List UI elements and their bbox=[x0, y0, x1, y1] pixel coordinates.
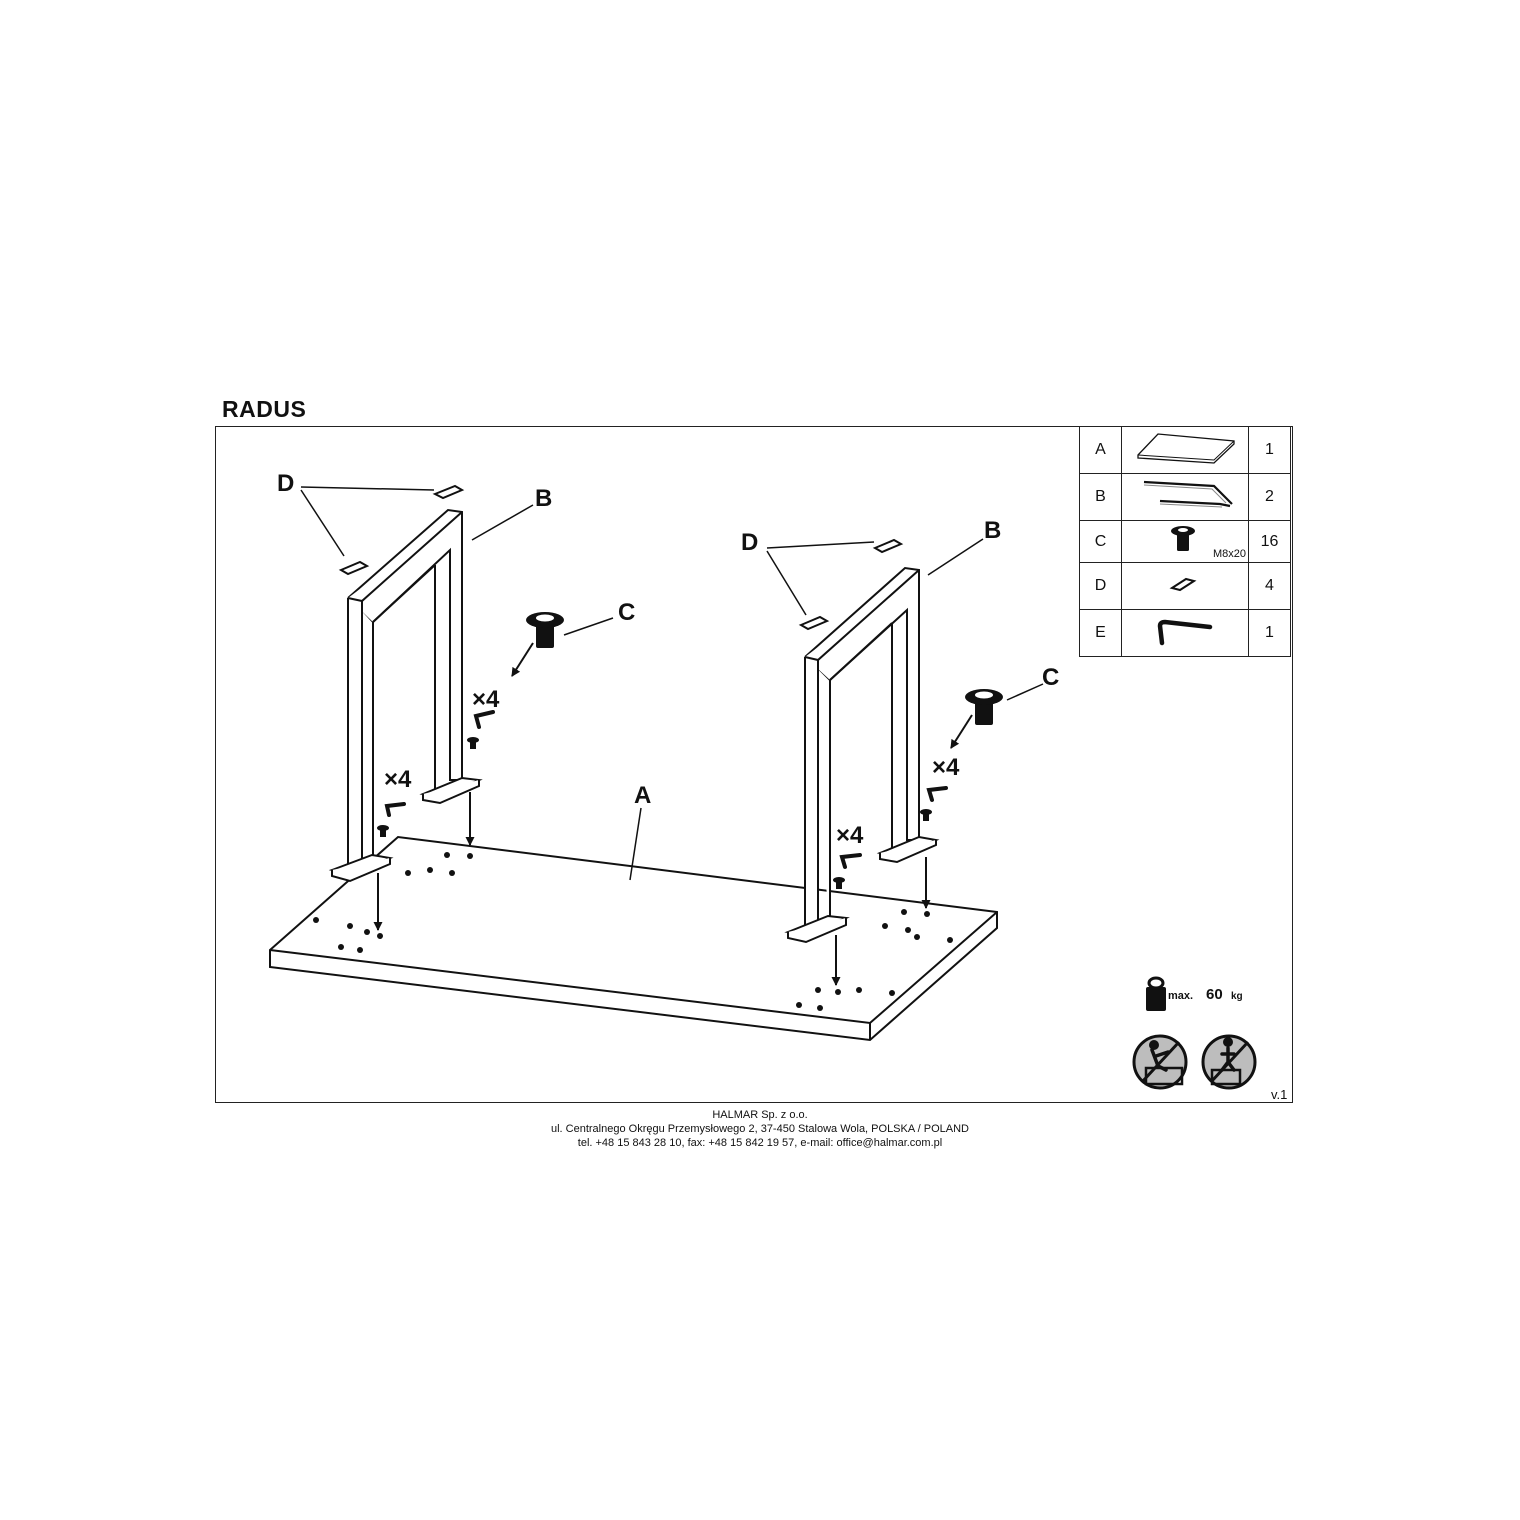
part-image bbox=[1121, 473, 1249, 521]
table-row: A 1 bbox=[1079, 426, 1291, 474]
part-qty: 4 bbox=[1248, 562, 1291, 610]
part-letter: D bbox=[1079, 562, 1122, 610]
weight-icon bbox=[1146, 976, 1166, 1011]
label-times4-2: ×4 bbox=[384, 766, 412, 793]
label-b-right: B bbox=[984, 517, 1001, 544]
part-qty: 1 bbox=[1248, 609, 1291, 657]
max-load-value: 60 bbox=[1206, 986, 1223, 1003]
leader-lines bbox=[300, 486, 1044, 881]
footer-contact: tel. +48 15 843 28 10, fax: +48 15 842 1… bbox=[577, 1137, 943, 1149]
pads bbox=[338, 484, 904, 631]
instruction-frame bbox=[215, 426, 1293, 1103]
parts-list: A 1 B 2 C M8x20 bbox=[1079, 426, 1291, 657]
label-d-right: D bbox=[741, 529, 758, 556]
bolt-c-right bbox=[965, 689, 1003, 725]
small-bolts bbox=[377, 737, 932, 889]
footer-company: HALMAR Sp. z o.o. bbox=[712, 1109, 808, 1121]
footer: HALMAR Sp. z o.o. ul. Centralnego Okręgu… bbox=[0, 1108, 1520, 1150]
part-image bbox=[1121, 562, 1249, 610]
arrows bbox=[373, 642, 973, 986]
footer-address: ul. Centralnego Okręgu Przemysłowego 2, … bbox=[550, 1123, 969, 1135]
max-load-unit: kg bbox=[1231, 991, 1243, 1002]
table-row: B 2 bbox=[1079, 473, 1291, 521]
part-letter: E bbox=[1079, 609, 1122, 657]
part-letter: B bbox=[1079, 473, 1122, 521]
part-image bbox=[1121, 609, 1249, 657]
label-times4-1: ×4 bbox=[472, 686, 500, 713]
bolt-icon bbox=[1171, 526, 1195, 551]
leg-frame-icon bbox=[1143, 480, 1233, 508]
max-load-label: max. bbox=[1168, 990, 1194, 1002]
table-row: C M8x20 16 bbox=[1079, 520, 1291, 563]
label-times4-3: ×4 bbox=[932, 754, 960, 781]
pad-icon bbox=[1169, 577, 1197, 592]
table-row: D 4 bbox=[1079, 562, 1291, 610]
label-a: A bbox=[634, 782, 651, 809]
part-qty: 1 bbox=[1248, 426, 1291, 474]
right-leg-frame bbox=[784, 566, 940, 944]
part-image bbox=[1121, 426, 1249, 474]
allen-key-icon bbox=[1157, 619, 1213, 646]
left-leg-frame bbox=[328, 508, 483, 883]
part-image: M8x20 bbox=[1121, 520, 1249, 563]
part-letter: A bbox=[1079, 426, 1122, 474]
allen-keys bbox=[384, 710, 948, 869]
bolt-c-left bbox=[526, 612, 564, 648]
label-times4-4: ×4 bbox=[836, 822, 864, 849]
version-label: v.1 bbox=[1271, 1087, 1288, 1102]
document-title: RADUS bbox=[222, 396, 307, 422]
part-qty: 2 bbox=[1248, 473, 1291, 521]
no-standing-on-table-icon bbox=[1132, 1034, 1188, 1090]
bolt-spec: M8x20 bbox=[1212, 548, 1246, 560]
label-b-left: B bbox=[535, 485, 552, 512]
no-climbing-icon bbox=[1201, 1034, 1257, 1090]
part-letter: C bbox=[1079, 520, 1122, 563]
label-d-left: D bbox=[277, 470, 294, 497]
label-c-left: C bbox=[618, 599, 635, 626]
tabletop-holes bbox=[313, 852, 953, 1011]
tabletop-icon bbox=[1137, 433, 1235, 464]
part-qty: 16 bbox=[1248, 520, 1291, 563]
table-row: E 1 bbox=[1079, 609, 1291, 657]
label-c-right: C bbox=[1042, 664, 1059, 691]
